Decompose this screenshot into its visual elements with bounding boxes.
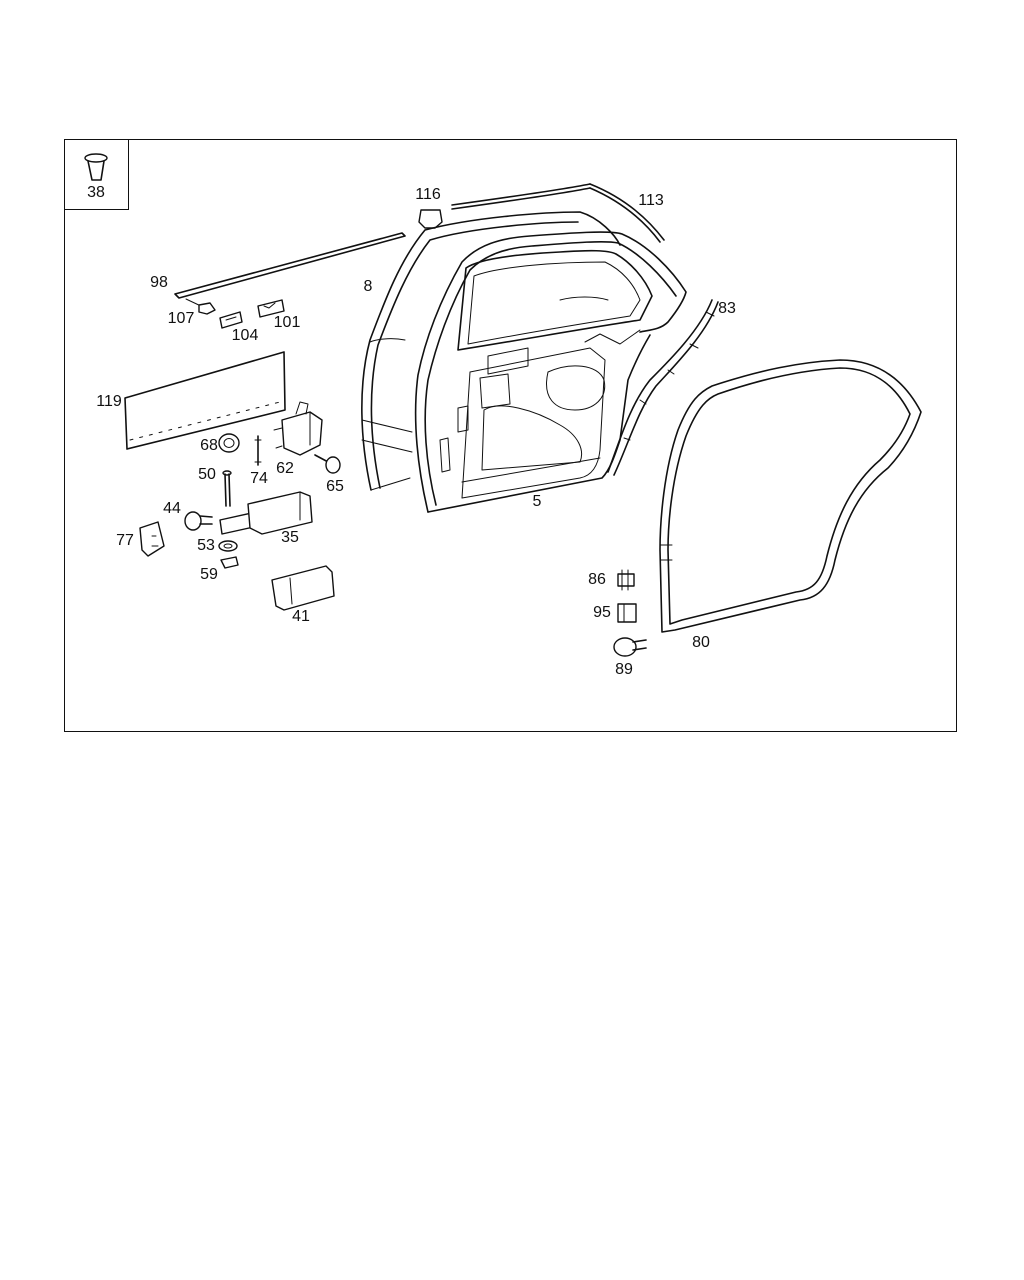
part-107-clip[interactable] [185, 298, 216, 315]
callout-35[interactable]: 35 [281, 529, 299, 546]
callout-80[interactable]: 80 [692, 634, 710, 651]
part-62-hinge-bracket[interactable] [273, 401, 323, 456]
inset-box [64, 139, 129, 210]
callout-113[interactable]: 113 [638, 192, 664, 209]
callout-89[interactable]: 89 [615, 661, 633, 678]
callout-107[interactable]: 107 [167, 310, 195, 327]
callout-104[interactable]: 104 [231, 327, 259, 344]
part-68-nut[interactable] [218, 433, 240, 453]
callout-50[interactable]: 50 [198, 466, 216, 483]
callout-74[interactable]: 74 [250, 470, 268, 487]
callout-59[interactable]: 59 [200, 566, 218, 583]
part-74-spring[interactable] [254, 435, 262, 466]
callout-77[interactable]: 77 [116, 532, 134, 549]
part-113-trim-strip[interactable] [451, 183, 665, 243]
callout-41[interactable]: 41 [292, 608, 310, 625]
part-35-door-check[interactable] [219, 491, 313, 535]
callout-95[interactable]: 95 [593, 604, 611, 621]
part-41-cap[interactable] [271, 565, 335, 611]
callout-101[interactable]: 101 [273, 314, 301, 331]
callout-38[interactable]: 38 [87, 184, 105, 201]
callout-98[interactable]: 98 [150, 274, 168, 291]
part-104-clip[interactable] [219, 311, 243, 329]
callout-65[interactable]: 65 [326, 478, 344, 495]
part-80-door-seal[interactable] [659, 359, 922, 633]
callout-116[interactable]: 116 [415, 186, 441, 203]
callout-119[interactable]: 119 [96, 393, 122, 410]
callout-68[interactable]: 68 [200, 437, 218, 454]
part-95-clip[interactable] [617, 603, 637, 623]
callout-86[interactable]: 86 [588, 571, 606, 588]
part-65-bolt[interactable] [314, 454, 341, 474]
part-59-clip[interactable] [220, 556, 239, 569]
part-98-moulding[interactable] [174, 232, 406, 299]
part-77-cover[interactable] [139, 521, 165, 557]
part-83-window-channel[interactable] [607, 299, 719, 476]
part-38-grommet[interactable] [84, 153, 108, 181]
part-44-bolt[interactable] [184, 511, 213, 531]
part-8-outer-door-panel[interactable] [361, 211, 621, 491]
callout-5[interactable]: 5 [532, 493, 542, 510]
part-101-clip[interactable] [257, 299, 285, 318]
part-50-pin[interactable] [222, 470, 232, 507]
callout-8[interactable]: 8 [363, 278, 373, 295]
part-89-push-clip[interactable] [613, 637, 647, 657]
callout-62[interactable]: 62 [276, 460, 294, 477]
part-119-foil-sheet[interactable] [124, 351, 286, 450]
callout-53[interactable]: 53 [197, 537, 215, 554]
part-86-clip[interactable] [617, 569, 635, 591]
callout-44[interactable]: 44 [163, 500, 181, 517]
callout-83[interactable]: 83 [718, 300, 736, 317]
part-53-washer[interactable] [218, 540, 238, 552]
part-116-clip[interactable] [418, 209, 443, 229]
part-5-door-shell[interactable] [414, 231, 687, 513]
